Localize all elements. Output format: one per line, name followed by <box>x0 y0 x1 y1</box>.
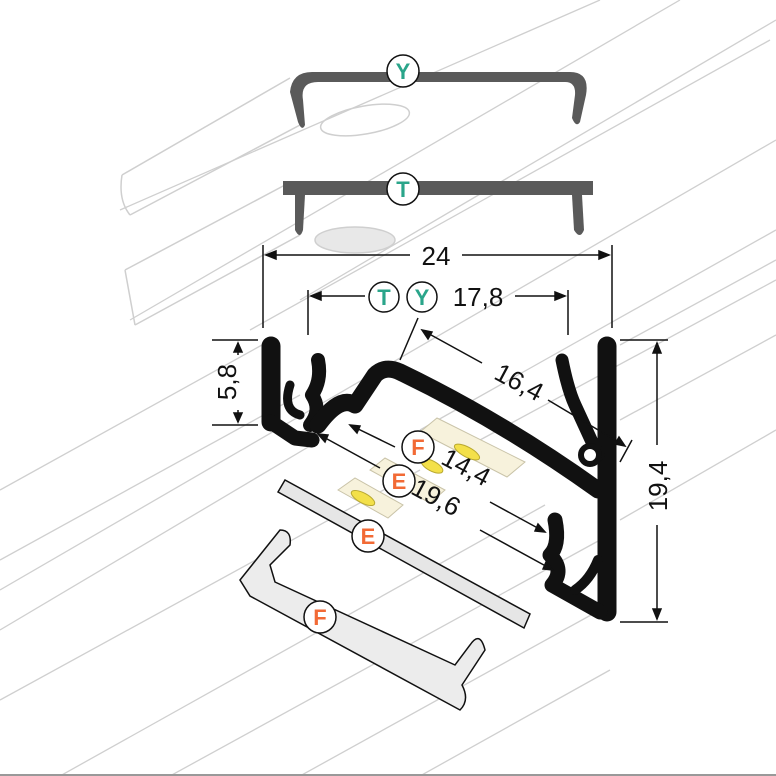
cover-t: T <box>283 172 593 235</box>
badge-y-dimension: Y <box>415 285 430 310</box>
dimension-17-8-label: 17,8 <box>453 282 504 312</box>
dimension-16-4-label: 16,4 <box>490 357 549 407</box>
badge-t-dimension: T <box>377 285 391 310</box>
dimension-19-4-label: 19,4 <box>643 461 673 512</box>
led-strip-upper <box>419 417 526 478</box>
dimension-14-4 <box>348 424 547 533</box>
badge-t-circle <box>386 172 420 206</box>
part-badges: F E E F <box>303 430 435 634</box>
dimension-24-label: 24 <box>422 241 451 271</box>
cover-y: Y <box>290 54 587 128</box>
diffuser-e <box>276 478 531 630</box>
aluminium-profile <box>261 336 617 622</box>
led-strip-lower <box>337 477 404 519</box>
dimension-24 <box>262 245 613 328</box>
badge-y-cover: Y <box>396 59 411 84</box>
badge-t-cover: T <box>396 177 410 202</box>
badge-y-circle-dim <box>406 281 438 313</box>
badge-t-circle-dim <box>368 281 400 313</box>
ghost-cover-outlines <box>120 77 411 326</box>
dimension-16-4 <box>399 317 633 463</box>
dimension-19-4 <box>620 339 668 623</box>
diffuser-f <box>239 529 486 711</box>
badge-e-upper: E <box>392 469 407 494</box>
dimension-5-8 <box>212 339 258 426</box>
dimension-19-6 <box>316 433 555 571</box>
badge-y-circle <box>386 54 420 88</box>
badge-f-upper: F <box>411 435 424 460</box>
dimension-5-8-label: 5,8 <box>212 364 242 400</box>
badge-f-lower: F <box>313 605 326 630</box>
badge-e-lower: E <box>361 524 376 549</box>
dimension-17-8 <box>307 290 569 335</box>
